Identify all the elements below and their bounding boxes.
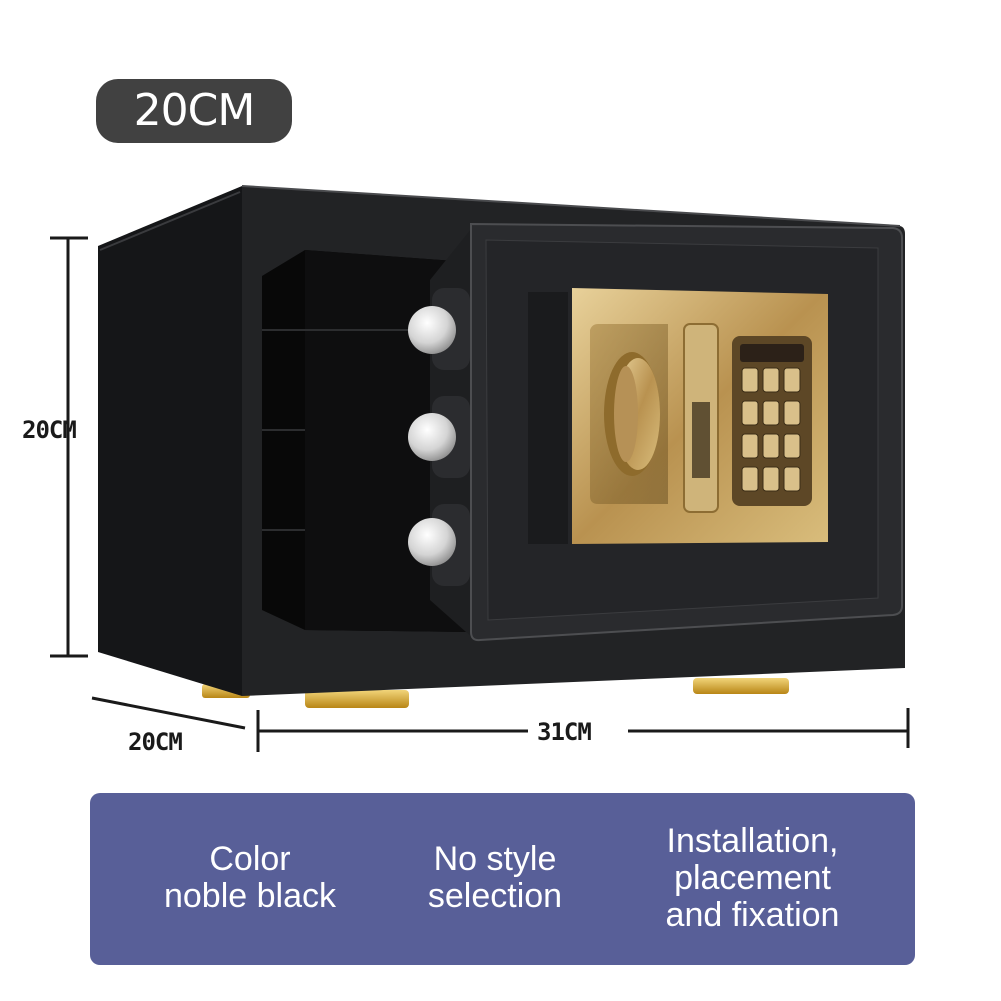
info-style: No style selection (390, 841, 600, 915)
info-style-line-1: No style (433, 840, 557, 878)
keypad-key (762, 466, 780, 492)
width-dimension-label: 31CM (537, 718, 592, 746)
info-install: Installation, placement and fixation (630, 823, 875, 934)
info-color-line-1: Color (209, 840, 291, 878)
height-dimension-label: 20CM (22, 416, 77, 444)
depth-dimension-label: 20CM (128, 728, 183, 756)
info-style-line-2: selection (427, 877, 563, 915)
safe-feet (202, 678, 789, 708)
info-install-line-2: placement (674, 859, 831, 897)
door-bolts (408, 288, 470, 586)
height-dimension-line (50, 236, 88, 658)
width-dimension-line (256, 708, 910, 752)
keypad-key (762, 433, 780, 459)
keypad-key (783, 367, 801, 393)
info-install-line-1: Installation, (666, 822, 839, 860)
keypad (741, 367, 801, 492)
keypad-key (741, 367, 759, 393)
keypad-key (741, 466, 759, 492)
info-install-line-3: and fixation (665, 896, 840, 934)
depth-dimension-line (91, 696, 246, 730)
keypad-key (783, 466, 801, 492)
keypad-key (762, 400, 780, 426)
info-panel: Color noble black No style selection Ins… (90, 793, 915, 965)
size-badge: 20CM (96, 79, 292, 143)
info-color-line-2: noble black (163, 877, 336, 915)
keypad-key (783, 433, 801, 459)
keypad-key (741, 433, 759, 459)
keypad-key (741, 400, 759, 426)
lock-panel (528, 288, 828, 544)
keypad-key (783, 400, 801, 426)
keypad-key (762, 367, 780, 393)
info-color: Color noble black (130, 841, 370, 915)
